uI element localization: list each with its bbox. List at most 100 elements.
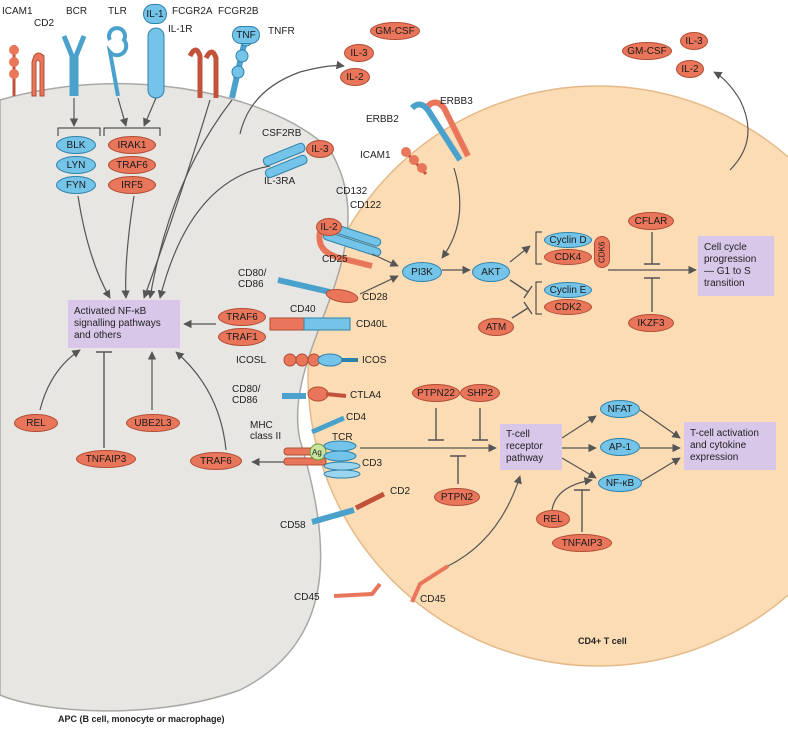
- arrow-rel-to-nfkb-t: [551, 477, 593, 511]
- cd80-cd86-label-b: CD80/ CD86: [232, 384, 261, 406]
- lyn-node: LYN: [56, 156, 96, 174]
- csf2rb-il3-node: IL-3: [306, 140, 334, 158]
- tcr-pathway-box: T-cell receptor pathway: [500, 424, 562, 470]
- inhibit-shp2: [472, 408, 488, 441]
- traf6-node: TRAF6: [108, 156, 156, 174]
- arrow-apc-secretion: [239, 60, 345, 135]
- traf6-tcr-node: TRAF6: [190, 452, 242, 470]
- fcgr2a-label: FCGR2A: [172, 6, 213, 17]
- cd132-label: CD132: [336, 186, 368, 197]
- cd2-label: CD2: [34, 18, 55, 29]
- cdk4-node: CDK4: [544, 249, 592, 265]
- traf6-cd40-node: TRAF6: [218, 308, 266, 326]
- nfat-node: NFAT: [600, 400, 640, 418]
- apc-il3-node: IL-3: [344, 44, 374, 62]
- icam1-receptor-shape: [9, 45, 19, 96]
- t-cell-body: [307, 85, 788, 667]
- icam1-label: ICAM1: [2, 6, 33, 17]
- cd80-cd86-shape: [277, 277, 331, 295]
- arrow-tcell-secretion: [713, 71, 749, 171]
- tlr-receptor-shape: [106, 26, 129, 97]
- inhibit-ptpn2: [450, 455, 466, 484]
- apc-nfkb-box: Activated NF-κB signalling pathways and …: [68, 300, 180, 348]
- ptpn22-node: PTPN22: [412, 384, 460, 402]
- arrow-pathway-to-nfat: [561, 415, 597, 439]
- bracket-cyclind: [535, 231, 542, 265]
- bcr-receptor-shape: [61, 35, 87, 96]
- inhibit-ikzf3: [644, 277, 660, 312]
- cdk6-node: CDK6: [594, 236, 610, 268]
- fcgr2b-receptor-shape: [203, 49, 219, 98]
- inhibit-tnfaip3-nfkb: [96, 351, 112, 448]
- cd28-label: CD28: [362, 292, 388, 303]
- il1r-label: IL-1R: [168, 24, 193, 35]
- inhibit-atm-cycle: [511, 301, 533, 319]
- cdk2-node: CDK2: [544, 299, 592, 315]
- cd45-tcell-shape: [410, 564, 450, 603]
- cell-cycle-box: Cell cycle progression — G1 to S transit…: [698, 236, 774, 296]
- cd2-tcell-label: CD2: [390, 486, 411, 497]
- pi3k-node: PI3K: [402, 262, 442, 282]
- ap1-node: AP-1: [600, 438, 640, 456]
- tnfaip3-node: TNFAIP3: [76, 450, 136, 468]
- bcr-label: BCR: [66, 6, 88, 17]
- cd40l-shape: [303, 317, 351, 331]
- cd4-label: CD4: [346, 412, 367, 423]
- akt-node: AKT: [472, 262, 510, 282]
- inhibit-akt-cycline: [509, 279, 533, 299]
- arrow-traf6-to-nfkb: [175, 351, 227, 451]
- cd25-shape: [316, 231, 373, 269]
- cd122-label: CD122: [350, 200, 382, 211]
- irak1-group-bracket: [103, 127, 161, 136]
- lyn-group-bracket: [57, 127, 101, 136]
- ube2l3-node: UBE2L3: [126, 414, 180, 432]
- erbb2-shape: [409, 101, 463, 162]
- arrow-pathway-to-nfkb-t: [561, 457, 597, 479]
- il3ra-shape: [264, 154, 308, 179]
- cd40-label: CD40: [290, 304, 316, 315]
- arrow-fyn-to-nfkb: [77, 195, 111, 299]
- arrow-il1r-to-irak1: [143, 97, 157, 127]
- icam1-tcell-label: ICAM1: [360, 150, 391, 161]
- cd80-cd86-label-a: CD80/ CD86: [238, 268, 267, 290]
- cyclin-d-node: Cyclin D: [544, 232, 592, 248]
- tlr-label: TLR: [108, 6, 127, 17]
- mhc-class-ii-label: MHC class II: [250, 420, 282, 442]
- fcgr2b-label: FCGR2B: [218, 6, 259, 17]
- cflar-node: CFLAR: [628, 212, 674, 230]
- arrow-tnfr-to-nfkb: [147, 99, 233, 299]
- arrow-fcgr-to-nfkb: [142, 99, 211, 299]
- arrow-nfat-to-activation: [639, 409, 681, 439]
- cyclin-e-node: Cyclin E: [544, 282, 592, 298]
- rel-node: REL: [14, 414, 58, 432]
- cd58-label: CD58: [280, 520, 306, 531]
- tcell-activation-box: T-cell activation and cytokine expressio…: [684, 422, 776, 470]
- traf1-node: TRAF1: [218, 328, 266, 346]
- rel-tcell-node: REL: [536, 510, 570, 528]
- atm-node: ATM: [478, 318, 514, 336]
- arrow-nfkb-to-activation: [639, 457, 681, 483]
- cd25-label: CD25: [322, 254, 348, 265]
- arrow-csf2rb-to-nfkb: [157, 165, 271, 299]
- apc-gmcsf-node: GM-CSF: [370, 22, 420, 40]
- arrow-irf5-to-nfkb: [121, 195, 135, 299]
- tnfr-label: TNFR: [268, 26, 295, 37]
- arrow-tlr-to-irak1: [117, 97, 128, 127]
- erbb3-shape: [425, 99, 471, 158]
- ctla4-shape: [282, 386, 347, 402]
- arrow-cd45-to-pathway: [447, 475, 522, 567]
- icam1-tcell-shape: [401, 147, 428, 176]
- shp2-node: SHP2: [460, 384, 500, 402]
- csf2rb-shape: [262, 142, 306, 167]
- arrow-akt-to-cyclind: [509, 245, 531, 263]
- icosl-label: ICOSL: [236, 355, 267, 366]
- nfkb-tcell-node: NF-κB: [598, 474, 642, 492]
- il3ra-label: IL-3RA: [264, 176, 296, 187]
- apc-caption: APC (B cell, monocyte or macrophage): [58, 714, 225, 724]
- tnf-node: TNF: [232, 26, 260, 44]
- il2-bound-node: IL-2: [316, 218, 342, 236]
- cd40l-label: CD40L: [356, 319, 388, 330]
- icos-label: ICOS: [362, 355, 387, 366]
